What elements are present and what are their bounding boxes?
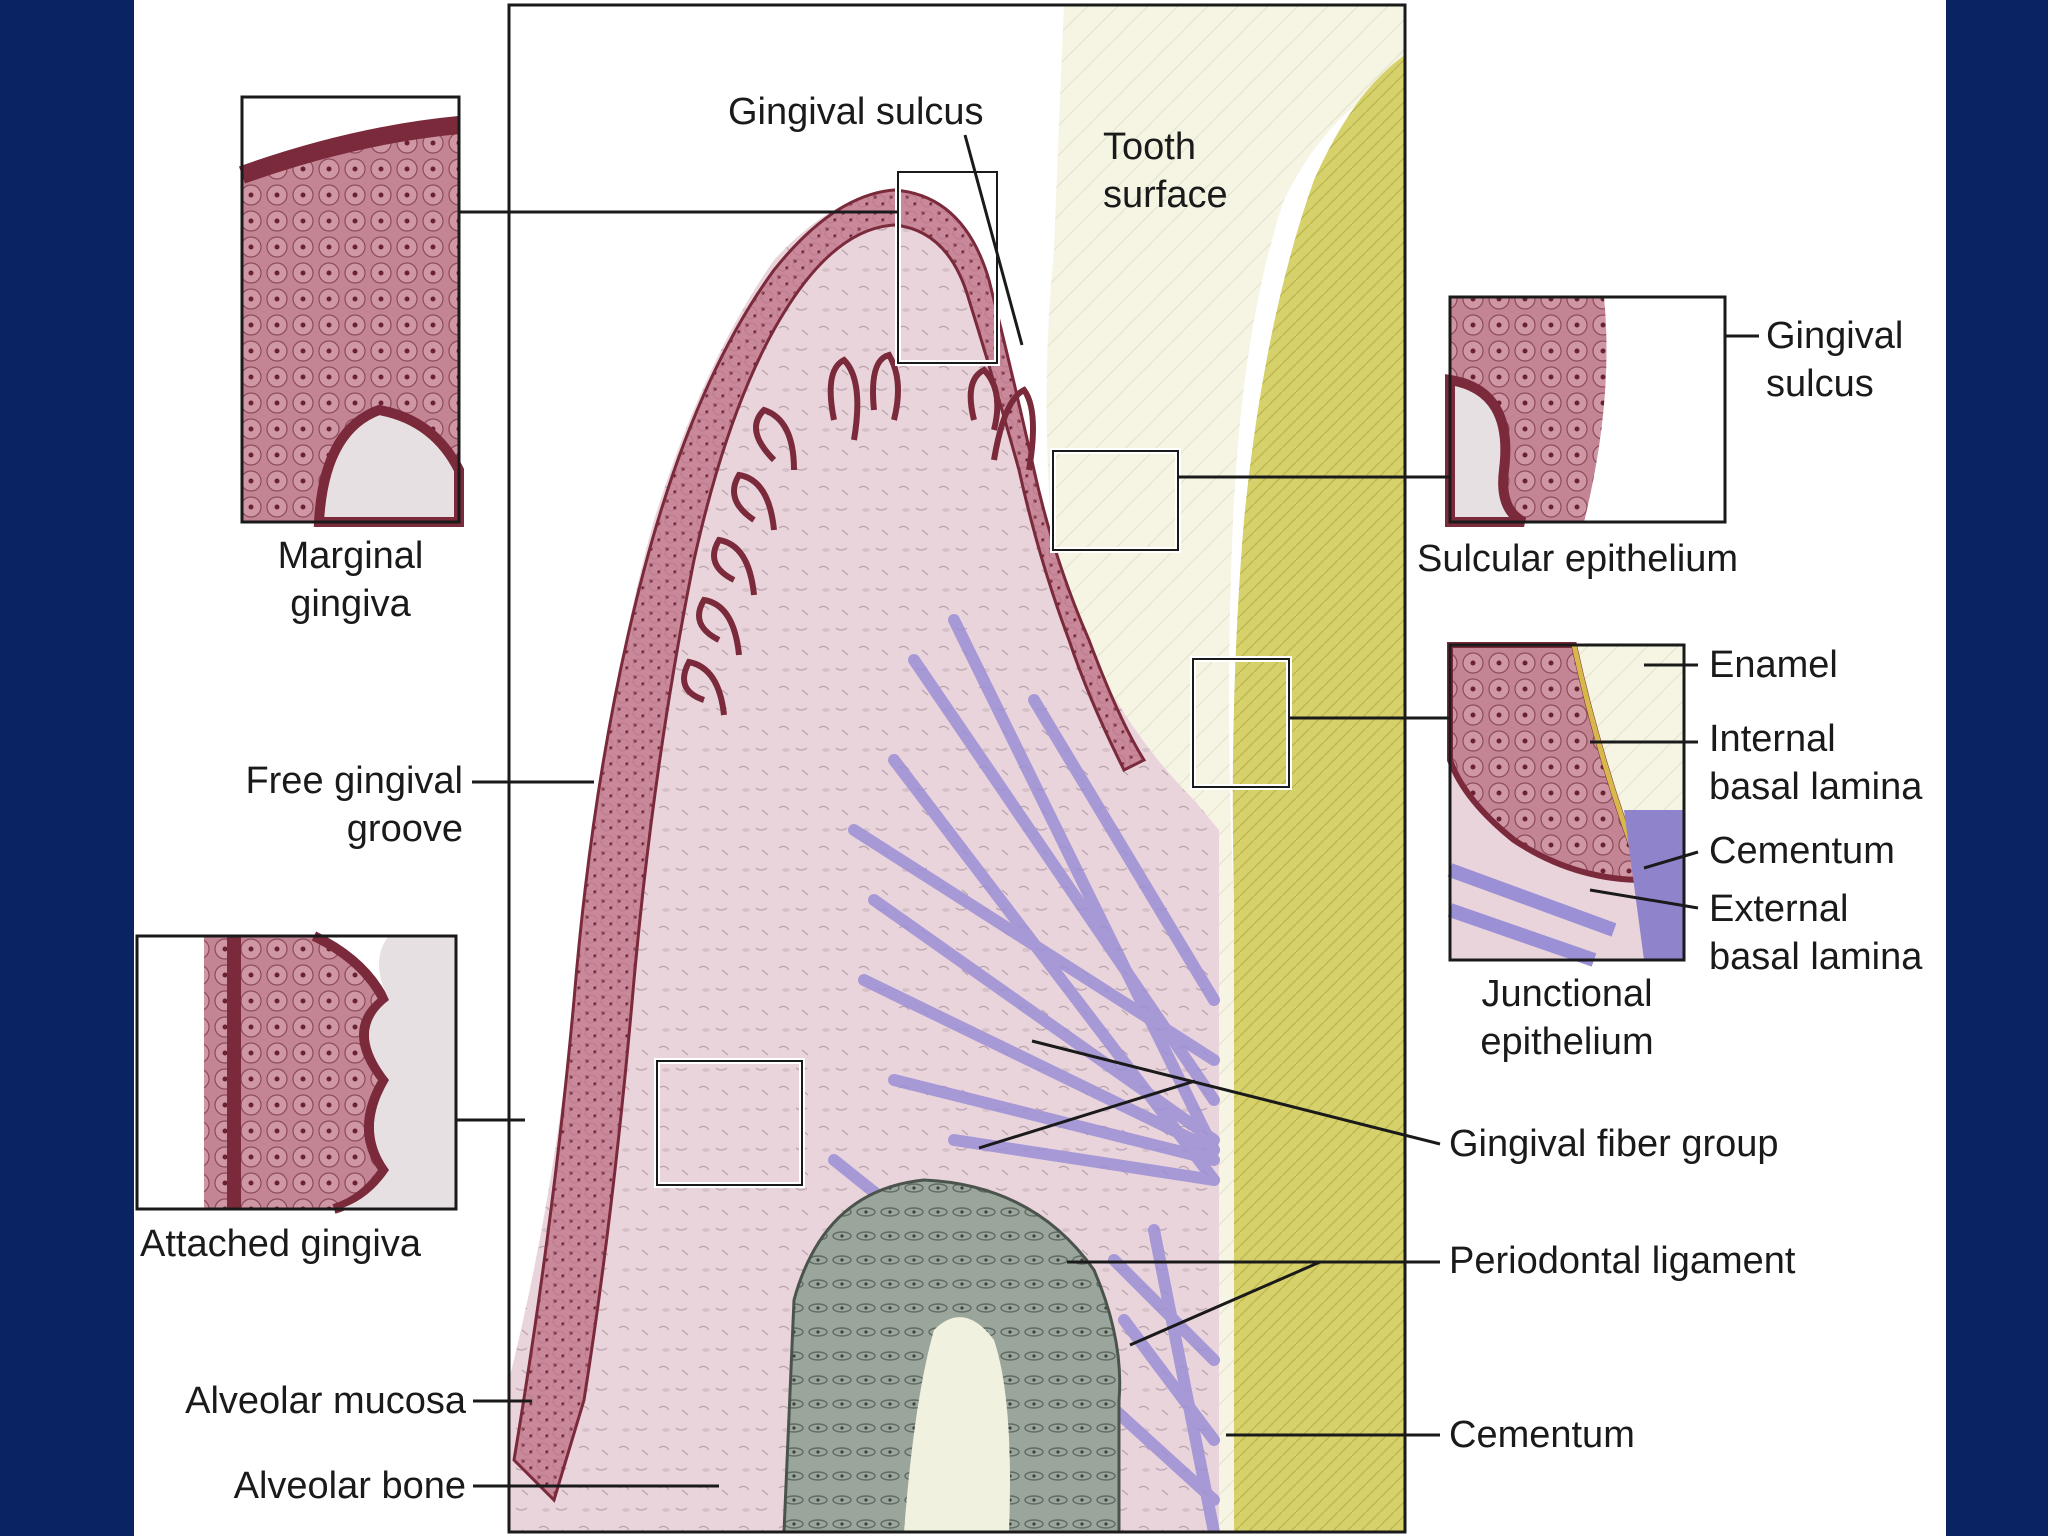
inset-attached-gingiva <box>135 931 458 1214</box>
label-alveolar-bone: Alveolar bone <box>233 1465 466 1507</box>
label-tooth-surface: Tooth surface <box>1103 126 1228 216</box>
label-cementum-inset: Cementum <box>1709 830 1895 872</box>
slide-canvas: Gingival sulcus Tooth surface Marginal g… <box>134 0 1946 1536</box>
label-attached-gingiva: Attached gingiva <box>140 1223 421 1265</box>
bone-marrow <box>904 1317 1010 1532</box>
label-sulcular-epithelium: Sulcular epithelium <box>1417 538 1739 580</box>
cementum-region <box>1232 55 1405 1532</box>
inset-marginal-gingiva <box>238 95 464 527</box>
gingival-fibers <box>828 614 1220 1532</box>
enamel-region <box>1046 5 1405 1532</box>
gingival-epithelium <box>512 188 1147 1503</box>
label-free-gingival-groove: Free gingival groove <box>245 760 463 850</box>
label-junctional-epithelium: Junctional epithelium <box>1480 973 1654 1063</box>
main-panel-frame <box>507 3 1407 1534</box>
label-gingival-sulcus-right: Gingival sulcus <box>1766 315 1904 405</box>
label-gingival-fiber-group: Gingival fiber group <box>1449 1123 1779 1165</box>
label-external-basal-lamina: External basal lamina <box>1709 888 1923 978</box>
label-periodontal-ligament: Periodontal ligament <box>1449 1240 1796 1282</box>
label-internal-basal-lamina: Internal basal lamina <box>1709 718 1923 808</box>
rete-pegs <box>681 351 1036 716</box>
inset-sulcular-epithelium <box>1445 295 1727 527</box>
label-marginal-gingiva: Marginal gingiva <box>277 535 424 625</box>
leader-lines <box>456 134 1759 1488</box>
label-alveolar-mucosa: Alveolar mucosa <box>185 1380 466 1422</box>
inset-junctional-epithelium <box>1447 642 1686 967</box>
label-gingival-sulcus-top: Gingival sulcus <box>728 91 984 133</box>
gingiva-cross-section-illustration <box>135 3 1759 1534</box>
main-panel-art <box>509 5 1405 1532</box>
label-enamel: Enamel <box>1709 644 1838 686</box>
label-cementum: Cementum <box>1449 1414 1635 1456</box>
